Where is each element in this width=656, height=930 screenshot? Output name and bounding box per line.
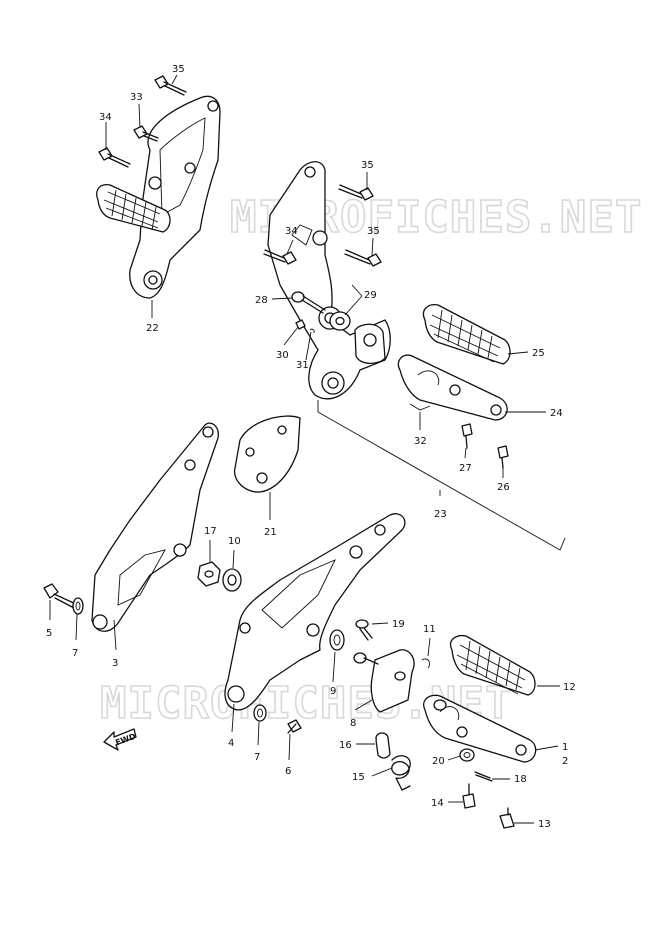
callout-34-b: 34 [285,226,298,237]
callout-2: 2 [562,756,568,767]
callout-10: 10 [228,536,241,547]
part-21-heel-plate [233,415,301,493]
part-12-front-footpeg [450,634,536,696]
callout-23: 23 [434,509,447,520]
bolt-35-upper-left [154,75,187,96]
callout-3: 3 [112,658,118,669]
callout-31: 31 [296,360,309,371]
callout-19: 19 [392,619,405,630]
assembly-line-23 [317,400,566,551]
washer-9 [329,629,345,651]
clip-11 [421,658,431,669]
callout-21: 21 [264,527,277,538]
part-3-left-bracket [91,422,219,632]
part-1-2-front-peg-holder [423,694,537,763]
callout-5: 5 [46,628,52,639]
callout-18: 18 [514,774,527,785]
bolt-34-upper-left [98,147,131,168]
callout-29: 29 [364,290,377,301]
callout-14: 14 [431,798,444,809]
washer-29 [329,311,351,331]
pin-19 [355,619,373,641]
callout-32: 32 [414,436,427,447]
washer-7-left [72,597,84,615]
bolt-35-right-mid [344,249,382,267]
callout-27: 27 [459,463,472,474]
part-25-right-footpeg [422,304,511,365]
callout-9: 9 [330,686,336,697]
callout-35-b: 35 [361,160,374,171]
callout-17: 17 [204,526,217,537]
callout-labels: 35 33 34 22 35 34 35 28 29 30 31 25 24 3… [46,64,576,830]
holder-8 [353,649,415,713]
callout-11: 11 [423,624,436,635]
callout-35-c: 35 [367,226,380,237]
callout-24: 24 [550,408,563,419]
part-24-right-peg-holder [397,354,508,421]
bolt-13 [499,807,515,829]
pin-16 [375,732,391,759]
callout-15: 15 [352,772,365,783]
callout-6: 6 [285,766,291,777]
callout-13: 13 [538,819,551,830]
callout-4: 4 [228,738,234,749]
part-4-right-bracket [224,513,406,711]
callout-25: 25 [532,348,545,359]
clip-31 [309,328,315,334]
forward-direction-arrow: FWD [103,728,137,751]
callout-7-b: 7 [254,752,260,763]
callout-34-a: 34 [99,112,112,123]
part-22-rear-bracket [96,95,221,299]
callout-26: 26 [497,482,510,493]
callout-22: 22 [146,323,159,334]
callout-7-a: 7 [72,648,78,659]
callout-20: 20 [432,756,445,767]
callout-35-a: 35 [172,64,185,75]
callout-1: 1 [562,742,568,753]
spring-15 [391,755,411,791]
callout-8: 8 [350,718,356,729]
bolt-6 [287,719,302,734]
callout-16: 16 [339,740,352,751]
washer-10 [222,568,242,592]
pin-18 [474,771,493,782]
bolt-34-right [263,249,297,265]
clip-32 [409,403,431,411]
pin-28 [291,291,326,314]
bolt-27 [461,423,473,449]
callout-30: 30 [276,350,289,361]
bolt-14 [462,783,476,809]
bolt-26 [497,445,509,469]
callout-12: 12 [563,682,576,693]
callout-28: 28 [255,295,268,306]
nut-17 [197,561,221,587]
bolt-33-upper-left [133,125,159,142]
leader-lines [49,74,560,824]
bolt-35-right-top [338,184,374,201]
callout-33: 33 [130,92,143,103]
washer-20 [459,748,475,762]
washer-7-right [253,704,267,722]
forward-direction-label: FWD [114,732,137,748]
